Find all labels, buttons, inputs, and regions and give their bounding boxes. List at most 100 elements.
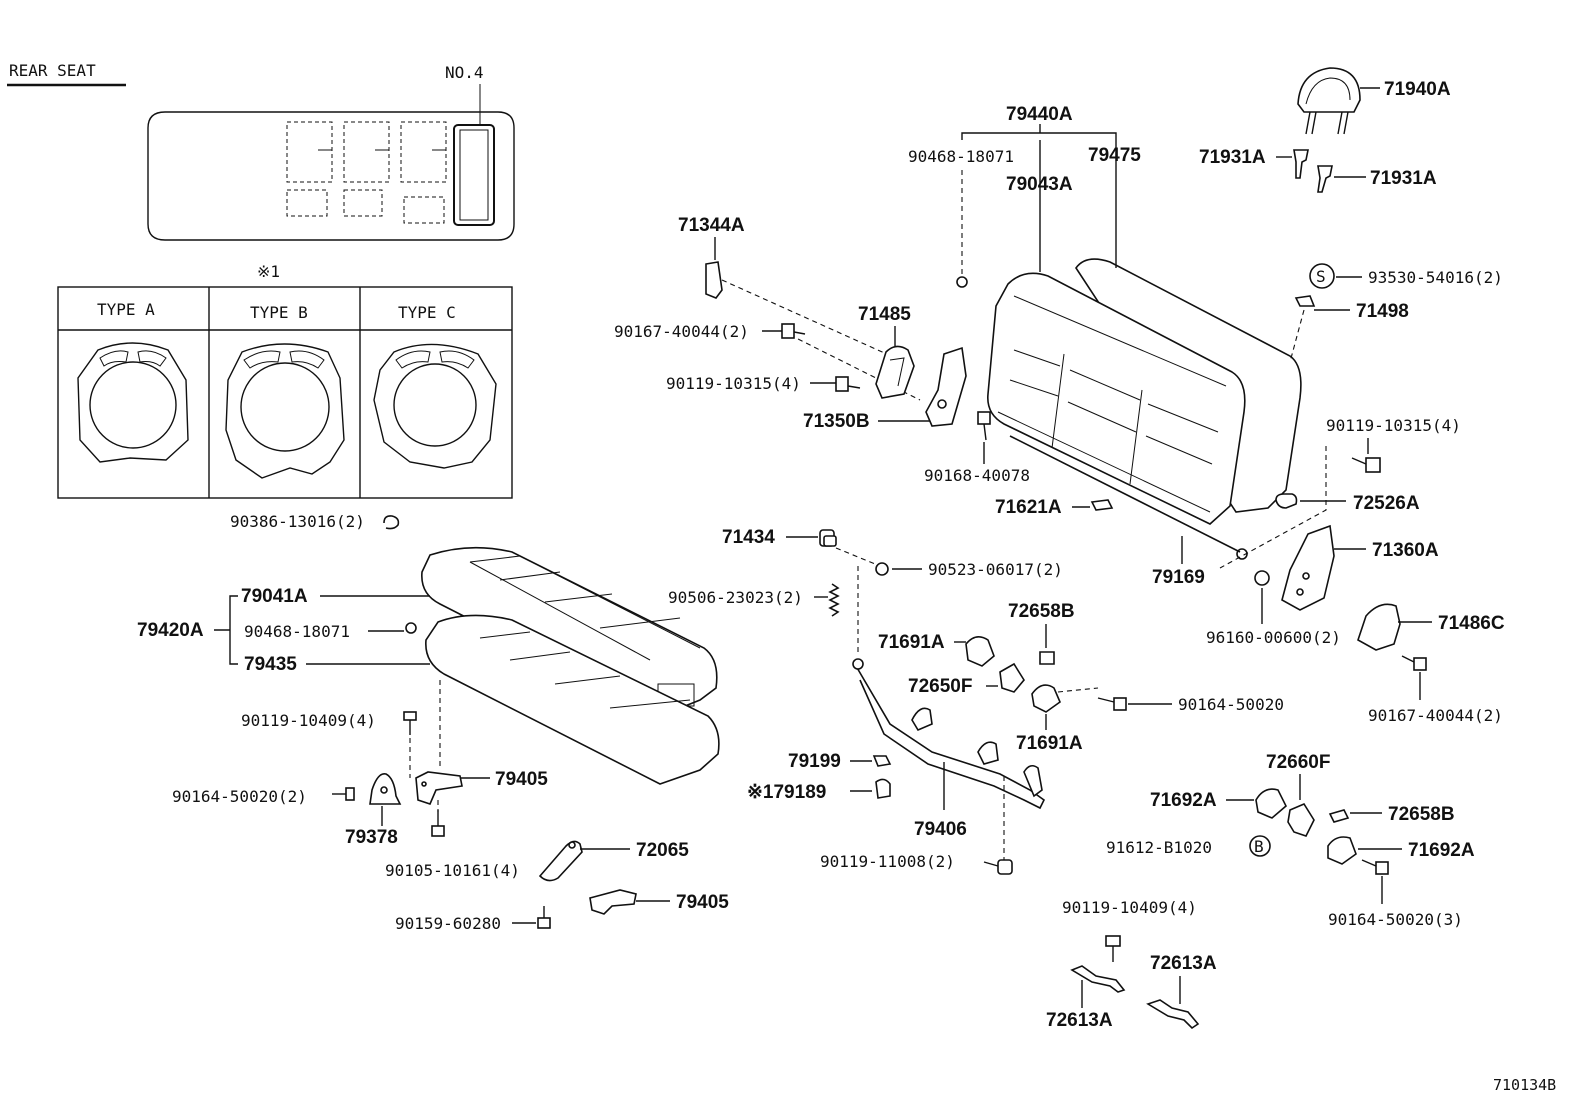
guide-71931A-right-icon	[1317, 165, 1333, 193]
label-71931A-right: 71931A	[1370, 168, 1437, 189]
bracket-79378-icon	[369, 773, 402, 805]
clip-79189-icon	[875, 778, 891, 799]
type-a-cover-shape	[77, 342, 189, 463]
label-90119-11008: 90119-11008(2)	[820, 852, 955, 871]
seat-cushion-assembly	[421, 546, 720, 785]
label-72526A: 72526A	[1353, 493, 1420, 514]
label-79475: 79475	[1088, 145, 1141, 166]
vehicle-layout-diagram: NO.4	[147, 63, 515, 241]
guide-71931A-left-icon	[1293, 149, 1309, 179]
label-71485: 71485	[858, 304, 911, 325]
bolt-90167-right-icon	[1401, 655, 1427, 671]
label-91612-B1020: 91612-B1020	[1106, 838, 1212, 857]
washer-96160-icon	[1254, 570, 1270, 586]
label-90119-10315-left: 90119-10315(4)	[666, 374, 801, 393]
s-mark-badge: S	[1309, 263, 1335, 289]
label-90168-40078: 90168-40078	[924, 466, 1030, 485]
seatback-assembly	[987, 258, 1302, 560]
hog-ring-icon	[405, 622, 417, 634]
cover-71485-icon	[875, 345, 915, 399]
label-79405-a: 79405	[495, 769, 548, 790]
label-79440A: 79440A	[1006, 104, 1073, 125]
hog-ring-back-icon	[956, 276, 968, 288]
vehicle-layout-label: NO.4	[445, 63, 484, 82]
label-93530-54016: 93530-54016(2)	[1368, 268, 1503, 287]
label-90164-50020-2: 90164-50020(2)	[172, 787, 307, 806]
label-71692A-a: 71692A	[1150, 790, 1217, 811]
hinge-79405-a-icon	[415, 771, 463, 805]
bolt-90119-10315-right-icon	[1351, 457, 1381, 473]
label-71498: 71498	[1356, 301, 1409, 322]
label-79405-b: 79405	[676, 892, 729, 913]
spring-90506-icon	[828, 583, 840, 617]
bracket-71344A-icon	[705, 261, 723, 299]
bolt-90119-10315-left-icon	[835, 376, 861, 392]
bolt-90159-60280-icon	[537, 906, 551, 929]
bolt-90164-50020-icon	[332, 787, 355, 801]
headrest-71940A-icon	[1297, 67, 1361, 135]
clip-79199-icon	[872, 755, 892, 767]
label-90523-06017: 90523-06017(2)	[928, 560, 1063, 579]
type-table-marker: ※1	[257, 262, 280, 281]
svg-text:S: S	[1316, 267, 1326, 286]
type-c-cover-shape	[373, 343, 497, 469]
knob-72660F-icon	[1287, 802, 1315, 837]
label-79199: 79199	[788, 751, 841, 772]
bolt-90119-11008-icon	[983, 859, 1013, 875]
label-71344A: 71344A	[678, 215, 745, 236]
clip-90386-icon	[383, 515, 400, 530]
label-90468-18071-back: 90468-18071	[908, 147, 1014, 166]
clip-71621A-icon	[1090, 499, 1114, 511]
b-mark-badge: B	[1249, 835, 1271, 857]
label-71692A-b: 71692A	[1408, 840, 1475, 861]
rod-79169-icon	[1009, 435, 1241, 553]
label-79420A: 79420A	[137, 620, 204, 641]
cover-71486C-icon	[1357, 603, 1401, 651]
label-72658B-b: 72658B	[1388, 804, 1455, 825]
cap-71692A-a-icon	[1255, 788, 1287, 819]
strap-72613A-a-icon	[1070, 965, 1126, 993]
bolt-90164-50020-3-icon	[1361, 859, 1389, 875]
hinge-71350B-icon	[925, 346, 967, 427]
label-90167-40044-left: 90167-40044(2)	[614, 322, 749, 341]
bracket-72065-icon	[538, 840, 583, 882]
label-90164-50020-3: 90164-50020(3)	[1328, 910, 1463, 929]
bolt-90119-10409-icon	[403, 711, 417, 735]
frame-79406-icon	[852, 658, 1046, 810]
label-71691A-a: 71691A	[878, 632, 945, 653]
label-90164-50020-center: 90164-50020	[1178, 695, 1284, 714]
bolt-90167-left-icon	[781, 323, 806, 339]
label-90119-10409-bottom: 90119-10409(4)	[1062, 898, 1197, 917]
bolt-90168-40078-icon	[977, 411, 991, 441]
label-71350B: 71350B	[803, 411, 870, 432]
hinge-79405-b-icon	[589, 889, 637, 915]
label-71931A-left: 71931A	[1199, 147, 1266, 168]
label-71486C: 71486C	[1438, 613, 1505, 634]
bushing-72526A-icon	[1275, 493, 1298, 509]
label-79169: 79169	[1152, 567, 1205, 588]
label-90506-23023: 90506-23023(2)	[668, 588, 803, 607]
label-71621A: 71621A	[995, 497, 1062, 518]
label-72650F: 72650F	[908, 676, 972, 697]
bolt-90164-50020-center-icon	[1097, 697, 1127, 711]
cap-71691A-b-icon	[1031, 684, 1061, 713]
label-90119-10315-right: 90119-10315(4)	[1326, 416, 1461, 435]
label-72065: 72065	[636, 840, 689, 861]
type-c-header: TYPE C	[398, 303, 456, 322]
label-72660F: 72660F	[1266, 752, 1330, 773]
bushing-72658B-a-icon	[1039, 651, 1055, 665]
bolt-90119-10409-bottom-icon	[1105, 935, 1121, 962]
bolt-90105-10161-icon	[431, 810, 445, 837]
cap-71692A-b-icon	[1327, 836, 1357, 865]
diagram-code: 710134B	[1493, 1076, 1556, 1094]
type-b-cover-shape	[225, 343, 345, 479]
label-71434: 71434	[722, 527, 775, 548]
knob-72650F-icon	[999, 662, 1025, 693]
diagram-title: REAR SEAT	[9, 61, 96, 80]
label-90119-10409-cushion: 90119-10409(4)	[241, 711, 376, 730]
label-79189: ※179189	[747, 782, 826, 803]
label-90468-18071-cushion: 90468-18071	[244, 622, 350, 641]
nut-90523-icon	[875, 562, 889, 576]
label-90105-10161: 90105-10161(4)	[385, 861, 520, 880]
label-71360A: 71360A	[1372, 540, 1439, 561]
